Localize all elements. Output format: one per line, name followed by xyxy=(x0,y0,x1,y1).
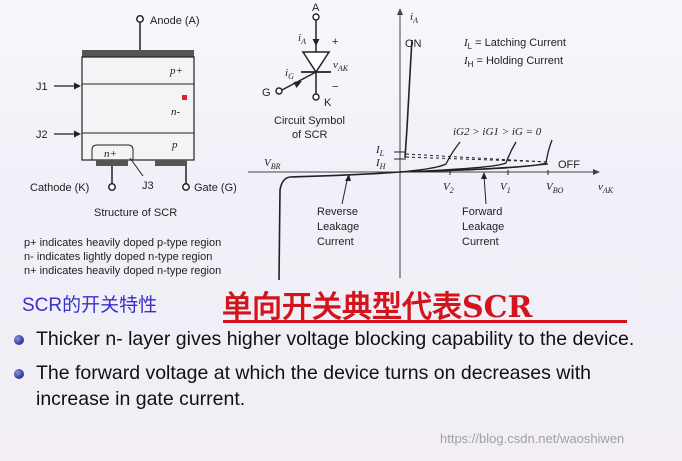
symbol-gate-icon xyxy=(275,87,283,95)
layer-label-p-plus: p+ xyxy=(169,65,183,77)
gate-current-relation: iG2 > iG1 > iG = 0 xyxy=(453,126,542,138)
layer-label-p: p xyxy=(171,139,178,151)
reverse-pointer-icon xyxy=(345,174,351,181)
legend-latching: IL = Latching Current xyxy=(463,37,566,51)
anode-metal xyxy=(82,50,194,57)
symbol-terminal-g: G xyxy=(262,87,271,99)
thyristor-icon xyxy=(301,51,331,74)
scr-diagram: Anode (A) p+ n- p n+ J1 J2 J3 Cathode (K… xyxy=(30,2,614,281)
y-axis-label: iA xyxy=(410,11,418,25)
junction-label-j1: J1 xyxy=(36,81,48,93)
on-state-curve xyxy=(404,39,413,159)
cathode-terminal-icon xyxy=(108,183,116,191)
heading-row: SCR的开关特性 单向开关典型代表SCR xyxy=(18,282,658,326)
layer-label-n-minus: n- xyxy=(171,106,181,118)
vbr-label: VBR xyxy=(264,157,281,171)
red-marker xyxy=(182,95,187,100)
il-label: IL xyxy=(375,144,385,158)
gate-terminal-icon xyxy=(182,183,190,191)
slide-subtitle: SCR的开关特性 xyxy=(22,295,158,316)
symbol-anode-icon xyxy=(312,13,320,21)
junction-label-j2: J2 xyxy=(36,129,48,141)
note-n-plus: n+ indicates heavily doped n-type region xyxy=(24,265,222,277)
reverse-leakage-line1: Reverse xyxy=(317,206,358,218)
note-p-plus: p+ indicates heavily doped p-type region xyxy=(24,237,222,249)
j2-arrow-icon xyxy=(74,130,81,138)
anode-terminal-icon xyxy=(136,15,144,23)
cathode-metal xyxy=(96,160,128,166)
n-plus-region xyxy=(91,144,134,160)
symbol-ia: iA xyxy=(298,32,306,46)
bullet-item: The forward voltage at which the device … xyxy=(14,360,664,412)
junction-label-j3: J3 xyxy=(142,180,154,192)
note-n-minus: n- indicates lightly doped n-type region xyxy=(24,251,213,263)
reverse-leakage-line2: Leakage xyxy=(317,221,359,233)
structure-caption: Structure of SCR xyxy=(94,207,177,219)
symbol-caption-line1: Circuit Symbol xyxy=(274,115,345,127)
symbol-ig: iG xyxy=(285,67,294,81)
scr-structure: Anode (A) p+ n- p n+ J1 J2 J3 Cathode (K… xyxy=(30,15,237,219)
vbo-label: VBO xyxy=(546,181,564,195)
watermark: https://blog.csdn.net/waoshiwen xyxy=(440,431,625,446)
y-axis-arrow-icon xyxy=(397,8,403,15)
on-label: ON xyxy=(405,38,422,50)
layer-label-n-plus: n+ xyxy=(104,148,117,160)
v2-label: V2 xyxy=(443,181,454,195)
scr-circuit-symbol: A iA + iG G vAK − K Circuit Symbol of SC… xyxy=(262,2,349,141)
bullet-list: Thicker n- layer gives higher voltage bl… xyxy=(14,326,664,420)
symbol-terminal-a: A xyxy=(312,2,320,14)
bullet-item: Thicker n- layer gives higher voltage bl… xyxy=(14,326,664,352)
reverse-leakage-line3: Current xyxy=(317,236,354,248)
symbol-cathode-icon xyxy=(312,93,320,101)
j1-arrow-icon xyxy=(74,82,81,90)
anode-label: Anode (A) xyxy=(150,15,200,27)
forward-curve-ig2 xyxy=(399,141,461,173)
ia-arrow-icon xyxy=(312,39,320,46)
forward-leakage-curve xyxy=(399,163,549,173)
doping-notes: p+ indicates heavily doped p-type region… xyxy=(24,236,221,278)
symbol-terminal-k: K xyxy=(324,97,332,109)
forward-leakage-line1: Forward xyxy=(462,206,502,218)
ig-arrow-icon xyxy=(293,81,302,88)
ih-label: IH xyxy=(375,157,387,171)
cathode-label: Cathode (K) xyxy=(30,182,89,194)
gate-metal xyxy=(155,160,187,166)
x-axis-label: vAK xyxy=(598,181,614,195)
forward-leakage-line3: Current xyxy=(462,236,499,248)
chinese-title: 单向开关典型代表SCR xyxy=(222,290,533,325)
v1-label: V1 xyxy=(500,181,511,195)
bullet-icon xyxy=(14,335,24,345)
legend-holding: IH = Holding Current xyxy=(463,55,563,69)
x-axis-arrow-icon xyxy=(593,169,600,175)
bullet-text: The forward voltage at which the device … xyxy=(36,362,591,410)
switching-dashed-lines xyxy=(405,153,549,163)
symbol-minus: − xyxy=(332,81,338,93)
iv-characteristic: iA vAK ON IL = Latching Current IH = Hol… xyxy=(248,8,614,281)
off-label: OFF xyxy=(558,159,580,171)
bullet-text: Thicker n- layer gives higher voltage bl… xyxy=(36,328,635,350)
forward-leakage-line2: Leakage xyxy=(462,221,504,233)
device-body xyxy=(81,56,195,161)
gate-label: Gate (G) xyxy=(194,182,237,194)
bullet-icon xyxy=(14,369,24,379)
chinese-title-underline xyxy=(223,320,627,323)
symbol-caption-line2: of SCR xyxy=(292,129,328,141)
forward-pointer-icon xyxy=(481,172,487,179)
reverse-curve xyxy=(278,171,401,281)
symbol-vak: vAK xyxy=(333,59,349,73)
symbol-plus: + xyxy=(332,36,338,48)
